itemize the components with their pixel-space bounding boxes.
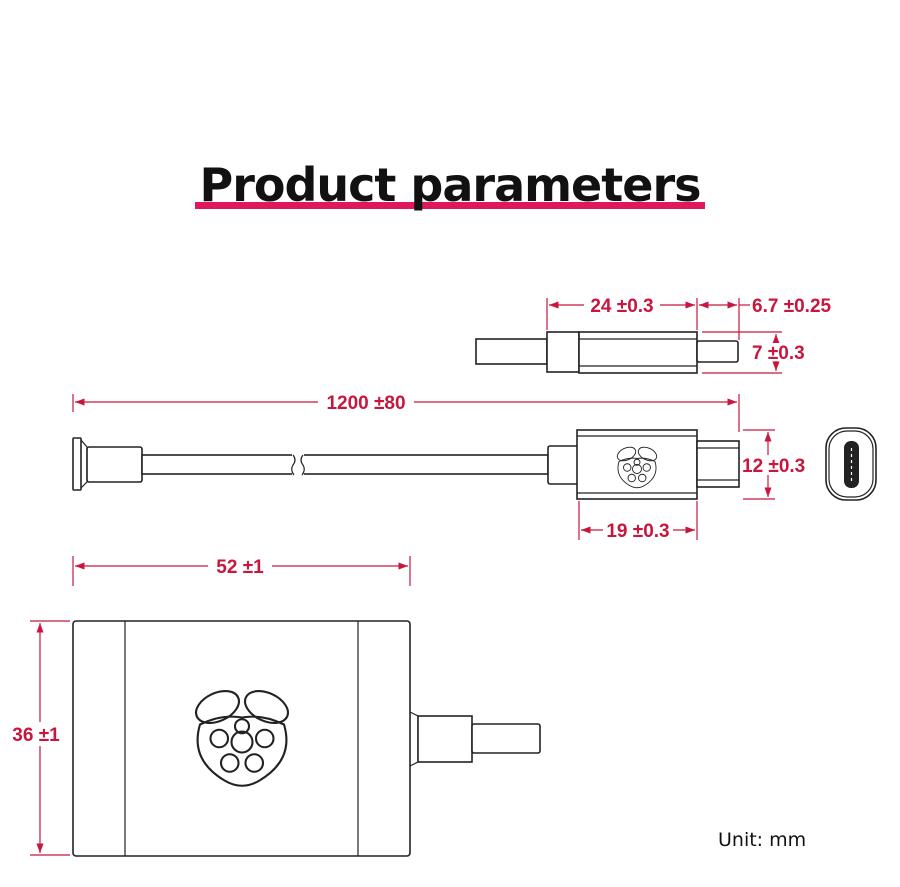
- dimension-cable-length: 1200 ±80: [72, 391, 740, 432]
- dim-24-label: 24 ±0.3: [590, 296, 653, 317]
- dimension-plug-width: 12 ±0.3: [742, 429, 805, 500]
- dim-36-label: 36 ±1: [12, 725, 60, 746]
- dim-7-label: 7 ±0.3: [752, 343, 805, 364]
- title-text: Product parameters: [195, 158, 705, 212]
- dim-1200-label: 1200 ±80: [326, 393, 405, 414]
- dim-52-label: 52 ±1: [216, 557, 264, 578]
- dimension-plug-thickness: 7 ±0.3: [702, 331, 805, 374]
- dimension-adapter-length: 52 ±1: [72, 555, 411, 586]
- dimension-plug-body-length: 24 ±0.3: [546, 294, 698, 330]
- dim-12-label: 12 ±0.3: [742, 456, 805, 477]
- dimension-plug-tip-length: 6.7 ±0.25: [699, 296, 832, 340]
- page-title: Product parameters: [0, 158, 900, 212]
- usb-c-end-view: [825, 427, 877, 501]
- cable-front-view: [72, 429, 740, 500]
- dimension-adapter-width: 36 ±1: [8, 620, 70, 856]
- unit-label: Unit: mm: [718, 829, 806, 851]
- dim-6-7-label: 6.7 ±0.25: [752, 296, 832, 317]
- dim-19-label: 19 ±0.3: [606, 521, 669, 542]
- adapter-top-view: [72, 620, 541, 857]
- plug-side-view: [475, 331, 739, 374]
- dimension-plug-shell-length: 19 ±0.3: [578, 501, 698, 542]
